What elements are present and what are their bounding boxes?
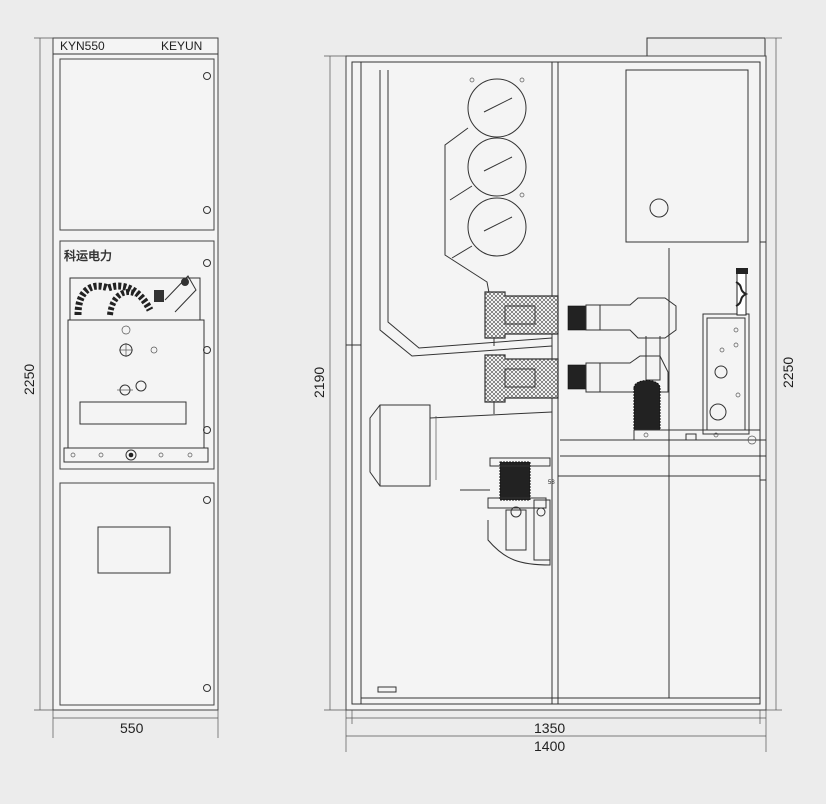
hinge-icon xyxy=(203,684,211,692)
current-transformers xyxy=(444,77,527,299)
side-height-outer-dimension: 2250 xyxy=(766,37,796,711)
hinge-icon xyxy=(203,72,211,80)
circuit-breaker-front xyxy=(63,275,209,463)
hinge-icon xyxy=(203,259,211,267)
cable-terminal-box xyxy=(369,404,553,487)
maker-label: KEYUN xyxy=(161,39,202,53)
lower-spout xyxy=(484,354,559,414)
upper-spout xyxy=(484,291,559,346)
detail-dimension-label: 58 xyxy=(548,480,555,486)
brand-label: 科运电力 xyxy=(64,248,112,263)
top-vent-box xyxy=(646,37,766,57)
busbar-duct xyxy=(379,70,553,357)
front-height-label: 2250 xyxy=(21,364,37,395)
lv-compartment xyxy=(625,69,749,243)
breaker-compartment-panel xyxy=(59,240,215,470)
front-width-label: 550 xyxy=(120,720,144,736)
hinge-icon xyxy=(203,206,211,214)
top-door-panel xyxy=(59,58,215,231)
lv-knob-icon xyxy=(649,198,669,218)
front-view: KYN550 KEYUN 科运电力 xyxy=(21,37,219,738)
model-label: KYN550 xyxy=(60,39,105,53)
side-height-outer-label: 2250 xyxy=(780,357,796,388)
side-view: 58 2190 2250 1350 1400 xyxy=(311,37,796,754)
side-height-inner-dimension: 2190 xyxy=(311,55,346,711)
depth-inner-label: 1350 xyxy=(534,720,565,736)
bottom-door-panel xyxy=(59,482,215,706)
side-depth-dimensions: 1350 1400 xyxy=(345,710,767,754)
side-height-inner-label: 2190 xyxy=(311,367,327,398)
depth-outer-label: 1400 xyxy=(534,738,565,754)
earthing-switch: 58 xyxy=(460,457,555,566)
front-width-dimension: 550 xyxy=(52,710,219,738)
mechanism-housing xyxy=(702,313,750,435)
breaker-truck xyxy=(560,268,766,457)
inspection-window xyxy=(97,526,171,574)
hinge-icon xyxy=(203,496,211,504)
front-height-dimension: 2250 xyxy=(21,37,53,711)
floor-slot xyxy=(377,686,397,693)
